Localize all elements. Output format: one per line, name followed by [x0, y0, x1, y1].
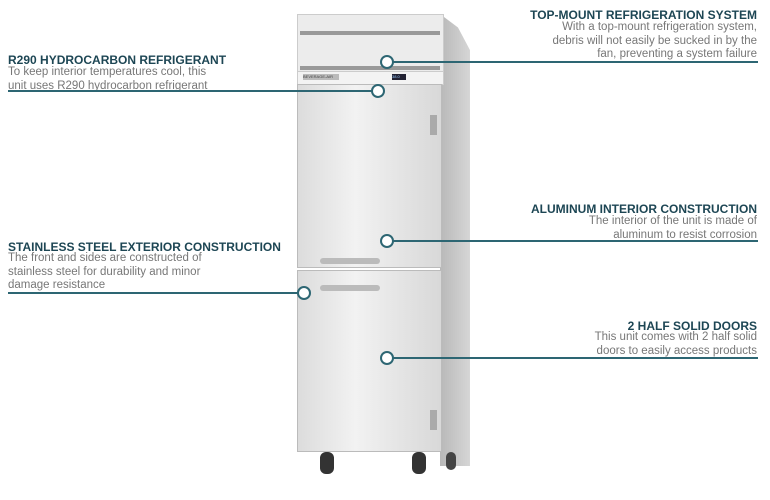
caster	[320, 452, 334, 474]
hinge	[430, 410, 437, 430]
louver-bar	[300, 31, 440, 35]
caster	[412, 452, 426, 474]
lower-door-handle[interactable]	[320, 285, 380, 291]
callout-line	[392, 61, 758, 63]
callout-line	[8, 90, 373, 92]
callout-line	[8, 292, 299, 294]
callout-text-aluminum: The interior of the unit is made of alum…	[588, 215, 757, 241]
callout-marker[interactable]	[297, 286, 311, 300]
callout-title-stainless: STAINLESS STEEL EXTERIOR CONSTRUCTION	[8, 240, 281, 254]
callout-text-r290: To keep interior temperatures cool, this…	[8, 66, 208, 92]
brand-logo: BEVERAGE-AIR	[303, 74, 339, 80]
callout-marker[interactable]	[380, 234, 394, 248]
callout-title-top-mount: TOP-MOUNT REFRIGERATION SYSTEM	[530, 8, 757, 22]
louver-bar	[300, 66, 440, 70]
callout-marker[interactable]	[380, 351, 394, 365]
callout-text-top-mount: With a top-mount refrigeration system, d…	[552, 21, 757, 60]
top-louver-panel	[297, 14, 444, 72]
temperature-display: 38.0	[392, 74, 406, 80]
upper-door[interactable]	[297, 84, 442, 268]
callout-line	[392, 357, 758, 359]
upper-door-handle[interactable]	[320, 258, 380, 264]
callout-title-doors: 2 HALF SOLID DOORS	[627, 319, 757, 333]
caster	[446, 452, 456, 470]
callout-text-doors: This unit comes with 2 half solid doors …	[594, 331, 757, 357]
callout-text-stainless: The front and sides are constructed of s…	[8, 252, 202, 291]
lower-door[interactable]	[297, 270, 442, 452]
callout-marker[interactable]	[371, 84, 385, 98]
hinge	[430, 115, 437, 135]
callout-title-r290: R290 HYDROCARBON REFRIGERANT	[8, 53, 227, 67]
callout-marker[interactable]	[380, 55, 394, 69]
callout-line	[392, 240, 758, 242]
callout-title-aluminum: ALUMINUM INTERIOR CONSTRUCTION	[531, 202, 757, 216]
